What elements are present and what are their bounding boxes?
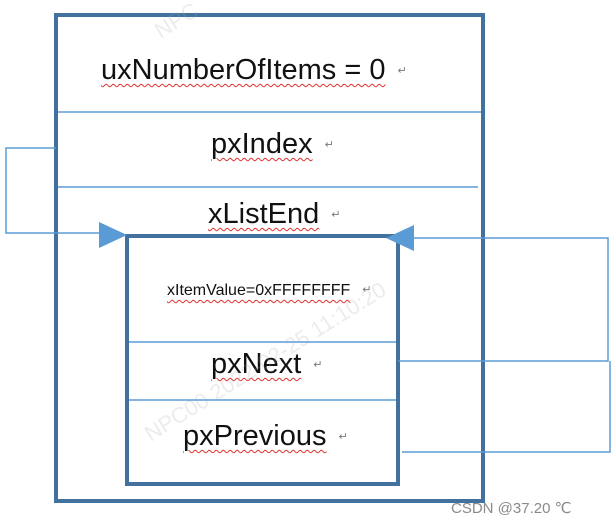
field-px-next-text: pxNext (211, 348, 302, 380)
list-outer-box (54, 13, 485, 503)
pxindex-arrowhead (99, 222, 127, 248)
paragraph-mark-icon: ↵ (313, 358, 323, 371)
paragraph-mark-icon: ↵ (324, 138, 334, 151)
field-px-index-text: pxIndex (211, 128, 313, 160)
field-x-list-end: xListEnd ↵ (208, 200, 340, 229)
pxprevious-connector (402, 361, 611, 453)
field-x-item-value: xItemValue=0xFFFFFFFF ↵ (167, 283, 372, 299)
paragraph-mark-icon: ↵ (338, 430, 348, 443)
pxindex-connector (5, 147, 101, 234)
field-ux-number-of-items-text: uxNumberOfItems = 0 (101, 54, 386, 86)
field-px-next: pxNext ↵ (211, 350, 322, 379)
field-px-index: pxIndex ↵ (211, 130, 334, 159)
field-px-previous-text: pxPrevious (183, 420, 327, 452)
paragraph-mark-icon: ↵ (362, 284, 372, 297)
list-end-item-box (125, 234, 400, 486)
paragraph-mark-icon: ↵ (397, 64, 407, 77)
source-credit: CSDN @37.20 ℃ (451, 500, 572, 517)
field-x-item-value-text: xItemValue=0xFFFFFFFF (167, 282, 351, 299)
pxnext-arrowhead (386, 225, 414, 251)
field-ux-number-of-items: uxNumberOfItems = 0 ↵ (101, 56, 407, 85)
field-px-previous: pxPrevious ↵ (183, 422, 348, 451)
pxnext-connector (398, 237, 609, 362)
field-x-list-end-text: xListEnd (208, 198, 320, 230)
paragraph-mark-icon: ↵ (331, 208, 341, 221)
